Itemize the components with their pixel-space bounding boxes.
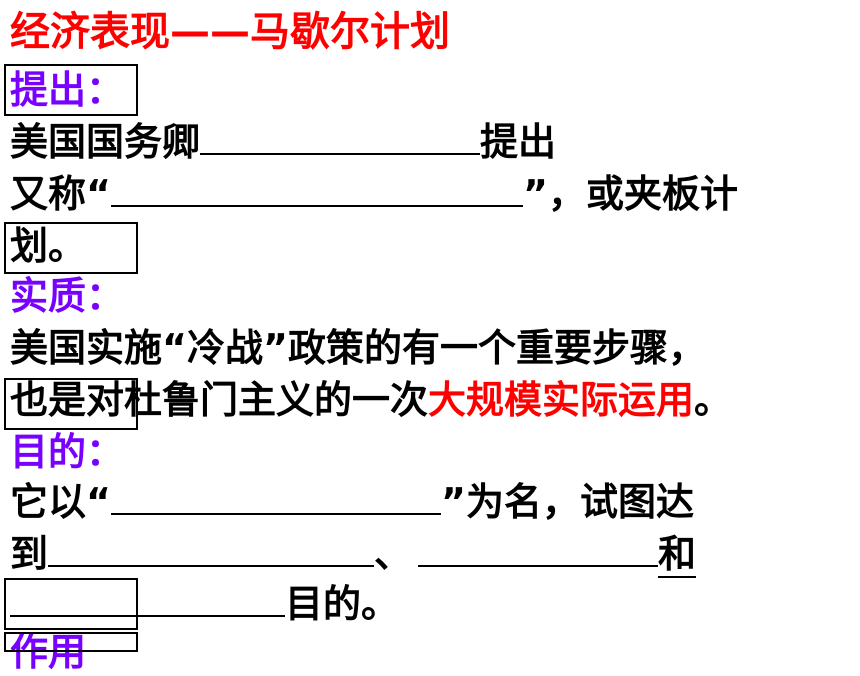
- blank-goal-1[interactable]: [48, 531, 375, 567]
- essence-line-1: 美国实施“冷战”政策的有一个重要步骤，: [10, 326, 706, 370]
- section-heading-purpose: 目的：: [10, 430, 125, 474]
- essence-text-2end: 。: [694, 378, 733, 422]
- essence-text-2a: 也是对杜鲁门主义的一次: [10, 378, 429, 422]
- essence-highlight: 大规模实际运用: [428, 378, 695, 422]
- proposal-text-1b: 提出: [480, 120, 557, 164]
- frame-proposal: [4, 64, 138, 116]
- purpose-text-3: 目的。: [285, 582, 400, 626]
- proposal-text-2a: 又称“: [10, 172, 111, 216]
- frame-essence-line: [4, 378, 138, 430]
- blank-secretary-name[interactable]: [200, 119, 481, 155]
- section-heading-proposal: 提出：: [10, 68, 125, 112]
- section-heading-essence: 实质：: [10, 274, 125, 318]
- proposal-line-1: 美国国务卿 提出: [10, 118, 556, 166]
- purpose-line-2: 到 、 和: [10, 530, 697, 578]
- purpose-line-3: 目的。: [10, 580, 399, 628]
- essence-line-2: 也是对杜鲁门主义的一次大规模实际运用。: [10, 376, 732, 424]
- purpose-sep: 、: [374, 532, 413, 576]
- purpose-text-2a: 到: [10, 532, 49, 576]
- blank-goal-2[interactable]: [418, 531, 659, 567]
- slide-title: 经济表现——马歇尔计划: [10, 9, 450, 55]
- proposal-line-2: 又称“ ”，或夹板计: [10, 170, 738, 218]
- purpose-and: 和: [658, 532, 697, 578]
- frame-effect: [4, 632, 138, 652]
- purpose-text-1b: ”为名，试图达: [440, 480, 694, 524]
- blank-pretext-name[interactable]: [110, 479, 441, 515]
- purpose-line-1: 它以“ ”为名，试图达: [10, 478, 694, 526]
- proposal-line-3: 划。: [10, 224, 87, 268]
- proposal-text-2b: ”，或夹板计: [522, 172, 738, 216]
- blank-plan-alias[interactable]: [110, 171, 523, 207]
- frame-purpose-blank: [4, 578, 138, 630]
- frame-plan-end: [4, 222, 138, 274]
- purpose-text-1a: 它以“: [10, 480, 111, 524]
- blank-goal-3[interactable]: [10, 581, 285, 617]
- proposal-text-1a: 美国国务卿: [10, 120, 201, 164]
